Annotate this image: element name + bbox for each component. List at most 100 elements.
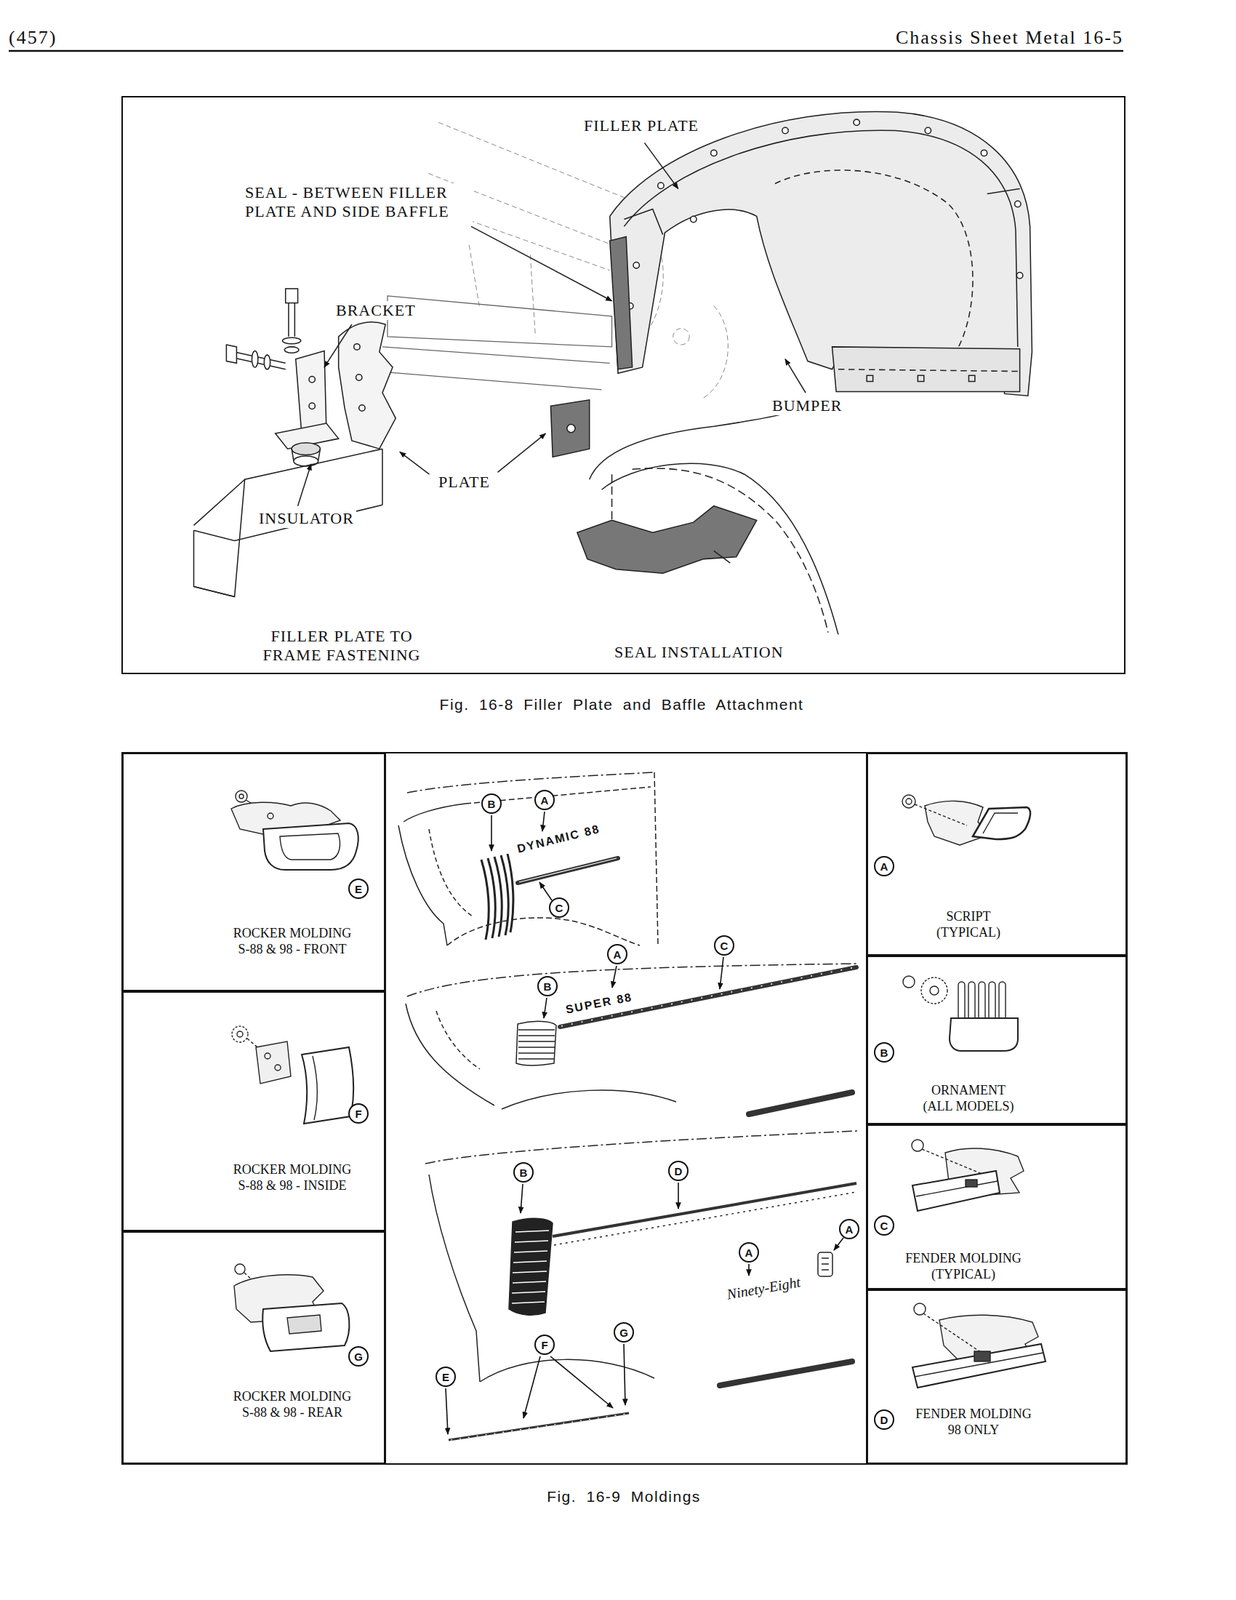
super-88-fender bbox=[405, 963, 858, 1114]
part-label: SEAL - BETWEEN FILLER PLATE AND SIDE BAF… bbox=[242, 183, 473, 222]
filler-plate bbox=[711, 149, 717, 156]
panel-caption: ROCKER MOLDING S-88 & 98 - REAR bbox=[226, 1388, 358, 1420]
dynamic-88-fender bbox=[398, 772, 658, 946]
detail-panel: ROCKER MOLDING S-88 & 98 - FRONTE bbox=[122, 752, 386, 991]
filler-plate bbox=[838, 369, 1018, 372]
leader-line bbox=[520, 1183, 523, 1213]
bracket-assembly bbox=[288, 303, 295, 337]
leader-line bbox=[543, 997, 547, 1018]
callout-letter: D bbox=[880, 1414, 889, 1426]
super-88-fender bbox=[518, 1029, 555, 1059]
super-88-fender bbox=[559, 966, 857, 1027]
leader-line bbox=[748, 1263, 750, 1276]
ninety-eight-fender bbox=[448, 1412, 629, 1440]
panel-caption: ROCKER MOLDING S-88 & 98 - INSIDE bbox=[226, 1161, 358, 1194]
bracket-assembly bbox=[193, 586, 235, 597]
ornament-detail bbox=[949, 1017, 1018, 1051]
super-88-fender bbox=[501, 1089, 677, 1109]
callout-letter: B bbox=[880, 1046, 889, 1058]
filler-plate bbox=[1016, 271, 1023, 278]
callout-circle: A bbox=[607, 943, 628, 965]
fender-molding-98-detail bbox=[912, 1343, 1046, 1388]
fender-script: SUPER 88 bbox=[562, 989, 635, 1017]
ninety-eight-fender bbox=[425, 1130, 858, 1164]
part-label: BUMPER bbox=[769, 396, 845, 416]
leader-line bbox=[719, 956, 724, 989]
filler-plate bbox=[782, 127, 789, 134]
fender-molding-detail bbox=[921, 1148, 989, 1177]
ornament-detail bbox=[929, 985, 939, 995]
header-rule bbox=[8, 50, 1124, 52]
bracket-assembly bbox=[284, 346, 299, 353]
dynamic-88-fender bbox=[494, 856, 502, 937]
leader-line bbox=[644, 142, 678, 189]
rocker-inside-detail bbox=[312, 1055, 317, 1120]
leader-line bbox=[542, 811, 545, 832]
filler-plate bbox=[866, 375, 975, 381]
ninety-eight-fender bbox=[508, 1217, 553, 1315]
rocker-inside-detail bbox=[231, 1025, 354, 1124]
header-rule bbox=[8, 50, 1124, 53]
baffle-plate bbox=[550, 399, 589, 458]
part-label: INSULATOR bbox=[256, 508, 357, 528]
figure-caption: Fig. 16-8 Filler Plate and Baffle Attach… bbox=[185, 695, 1058, 714]
super-88-fender bbox=[561, 966, 856, 1026]
bracket-assembly bbox=[338, 322, 397, 449]
dynamic-88-fender bbox=[519, 857, 617, 882]
rocker-front-detail bbox=[279, 833, 341, 860]
rocker-front-detail bbox=[267, 812, 274, 819]
callout-letter: G bbox=[619, 1326, 629, 1338]
callout-letter: B bbox=[543, 980, 552, 992]
bracket-assembly bbox=[193, 448, 382, 597]
script-detail bbox=[972, 807, 1031, 840]
leader-line bbox=[490, 815, 493, 851]
fender-molding-detail bbox=[916, 1180, 998, 1197]
rocker-inside-detail bbox=[274, 1064, 281, 1071]
filler-plate bbox=[1014, 200, 1021, 207]
figure-caption: Fig. 16-9 Moldings bbox=[187, 1486, 1061, 1506]
bracket-assembly bbox=[285, 288, 299, 304]
ninety-eight-fender bbox=[817, 1251, 833, 1276]
part-label: FILLER PLATE bbox=[581, 116, 701, 136]
rocker-inside-detail bbox=[255, 1041, 291, 1084]
callout-letter: C bbox=[555, 902, 564, 914]
panel-caption: FENDER MOLDING 98 ONLY bbox=[910, 1406, 1038, 1438]
script-detail bbox=[905, 798, 912, 805]
super-88-fender bbox=[405, 1003, 495, 1106]
fender-molding-98-detail bbox=[923, 1313, 982, 1353]
dynamic-88-fender bbox=[465, 772, 658, 946]
script-detail bbox=[902, 794, 916, 808]
panel-caption: FENDER MOLDING (TYPICAL) bbox=[900, 1250, 1028, 1282]
callout-circle: C bbox=[548, 897, 570, 918]
page-number: (457) bbox=[8, 26, 57, 49]
callout-letter: C bbox=[880, 1220, 889, 1231]
ninety-eight-fender bbox=[425, 1130, 858, 1440]
callout-letter: F bbox=[354, 1108, 362, 1119]
script-detail bbox=[924, 800, 989, 845]
detail-panel: ROCKER MOLDING S-88 & 98 - INSIDE F bbox=[122, 990, 386, 1231]
detail-panel: ROCKER MOLDING S-88 & 98 - REARG bbox=[122, 1230, 386, 1464]
script-detail bbox=[902, 794, 1031, 845]
leader-line bbox=[445, 1387, 448, 1434]
detail-panel: ORNAMENT (ALL MODELS)B bbox=[866, 955, 1127, 1125]
dynamic-88-fender bbox=[428, 828, 473, 917]
filler-plate bbox=[690, 215, 697, 222]
frame-rail bbox=[387, 295, 613, 347]
ornament-detail bbox=[903, 975, 915, 988]
rocker-inside-detail bbox=[264, 1052, 271, 1059]
baffle-plate bbox=[550, 399, 589, 458]
ornament-detail bbox=[903, 975, 1018, 1051]
super-88-fender bbox=[436, 1010, 480, 1069]
leader-line bbox=[324, 324, 352, 368]
leader-line bbox=[612, 965, 617, 988]
panel-caption: ROCKER MOLDING S-88 & 98 - FRONT bbox=[226, 925, 358, 957]
leader-line bbox=[623, 1343, 626, 1405]
rocker-front-detail bbox=[231, 790, 359, 870]
filler-plate bbox=[657, 182, 664, 189]
callout-circle: A bbox=[738, 1241, 760, 1263]
ninety-eight-fender bbox=[552, 1182, 857, 1236]
dynamic-88-fender bbox=[447, 917, 640, 946]
figure-frame bbox=[122, 96, 1127, 1464]
